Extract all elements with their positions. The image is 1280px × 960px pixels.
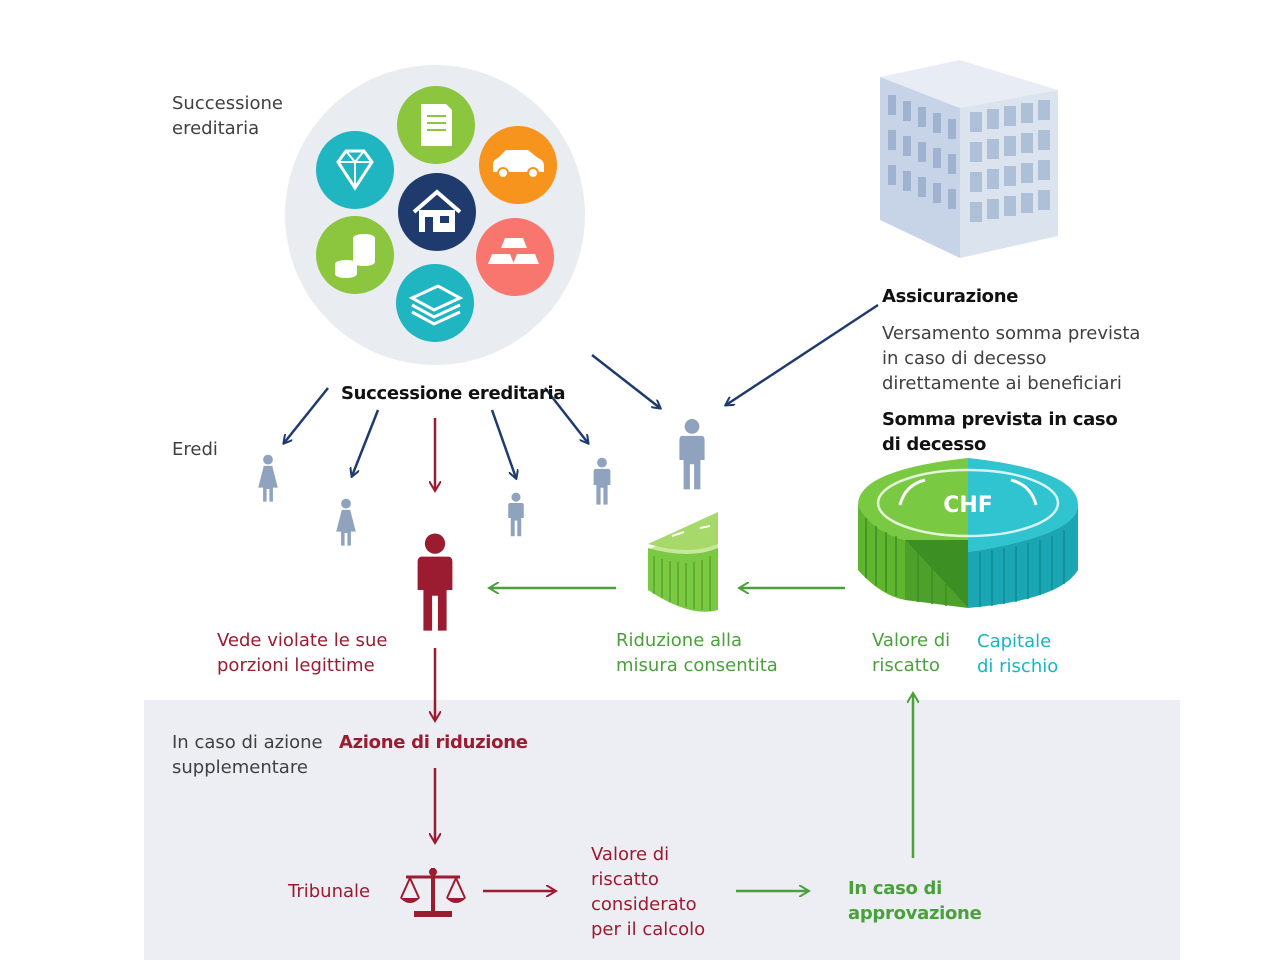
insurance-description-line: direttamente ai beneficiari	[882, 373, 1122, 394]
heirs-figures	[258, 419, 705, 546]
car-icon	[479, 126, 557, 204]
surrender-calc-line: per il calcolo	[591, 919, 706, 940]
insurance-description-line: Versamento somma prevista	[882, 323, 1141, 344]
violated-portions-label: Vede violate le sue porzioni legittime	[217, 628, 387, 678]
supplementary-action-line: supplementare	[172, 757, 308, 778]
surrender-value-label: Valore di riscatto	[872, 628, 950, 678]
surrender-calc-line: riscatto	[591, 869, 659, 890]
insurance-description-line: in caso di decesso	[882, 348, 1047, 369]
diamond-icon	[316, 131, 394, 209]
risk-capital-line: di rischio	[977, 656, 1059, 677]
insurance-description: Versamento somma prevista in caso di dec…	[882, 321, 1140, 396]
succession-heading-line: ereditaria	[172, 118, 260, 139]
heir-icon	[336, 498, 356, 546]
insurance-building-icon	[880, 60, 1058, 258]
surrender-value-line: riscatto	[872, 655, 940, 676]
succession-heading: Successione ereditaria	[172, 91, 283, 141]
succession-center-label: Successione ereditaria	[341, 383, 566, 404]
assets-circle	[285, 65, 585, 365]
house-icon	[398, 173, 476, 251]
court-label: Tribunale	[288, 881, 371, 902]
insurance-title: Assicurazione	[882, 286, 1019, 307]
reduction-line: Riduzione alla	[616, 630, 743, 651]
succession-heading-line: Successione	[172, 93, 283, 114]
death-sum-line: Somma prevista in caso	[882, 409, 1118, 430]
gold-bars-icon	[476, 218, 554, 296]
violated-portions-line: porzioni legittime	[217, 655, 375, 676]
surrender-calc-line: Valore di	[591, 844, 670, 865]
death-sum-label: Somma prevista in caso di decesso	[882, 407, 1118, 457]
coins-icon	[316, 216, 394, 294]
supplementary-action-panel	[144, 700, 1180, 960]
aggrieved-heir-icon	[417, 533, 453, 631]
coin-currency-label: CHF	[943, 493, 993, 518]
heirs-label: Eredi	[172, 439, 218, 460]
inheritance-arrows	[284, 303, 879, 478]
surrender-calc-line: considerato	[591, 894, 697, 915]
chf-coin-icon: CHF	[858, 458, 1078, 608]
beneficiary-icon	[679, 419, 705, 490]
surrender-calc-label: Valore di riscatto considerato per il ca…	[591, 842, 705, 942]
surrender-value-line: Valore di	[872, 630, 951, 651]
death-sum-line: di decesso	[882, 434, 987, 455]
reduction-action-label: Azione di riduzione	[339, 732, 528, 753]
approval-line: In caso di	[848, 878, 942, 899]
scales-icon	[400, 868, 466, 917]
heir-icon	[258, 454, 278, 502]
supplementary-action-line: In caso di azione	[172, 732, 323, 753]
money-stack-icon	[396, 264, 474, 342]
heir-icon	[593, 457, 611, 505]
approval-line: approvazione	[848, 903, 982, 924]
approval-label: In caso di approvazione	[848, 876, 982, 926]
heir-icon	[508, 492, 524, 537]
risk-capital-label: Capitale di rischio	[977, 629, 1058, 679]
reduction-line: misura consentita	[616, 655, 778, 676]
document-icon	[397, 86, 475, 164]
supplementary-action-label: In caso di azione supplementare	[172, 730, 323, 780]
violated-portions-line: Vede violate le sue	[217, 630, 388, 651]
reduction-label: Riduzione alla misura consentita	[616, 628, 778, 678]
green-arrows	[490, 588, 913, 891]
risk-capital-line: Capitale	[977, 631, 1052, 652]
reduced-coin-slice-icon	[648, 512, 718, 612]
red-arrows	[435, 418, 555, 891]
